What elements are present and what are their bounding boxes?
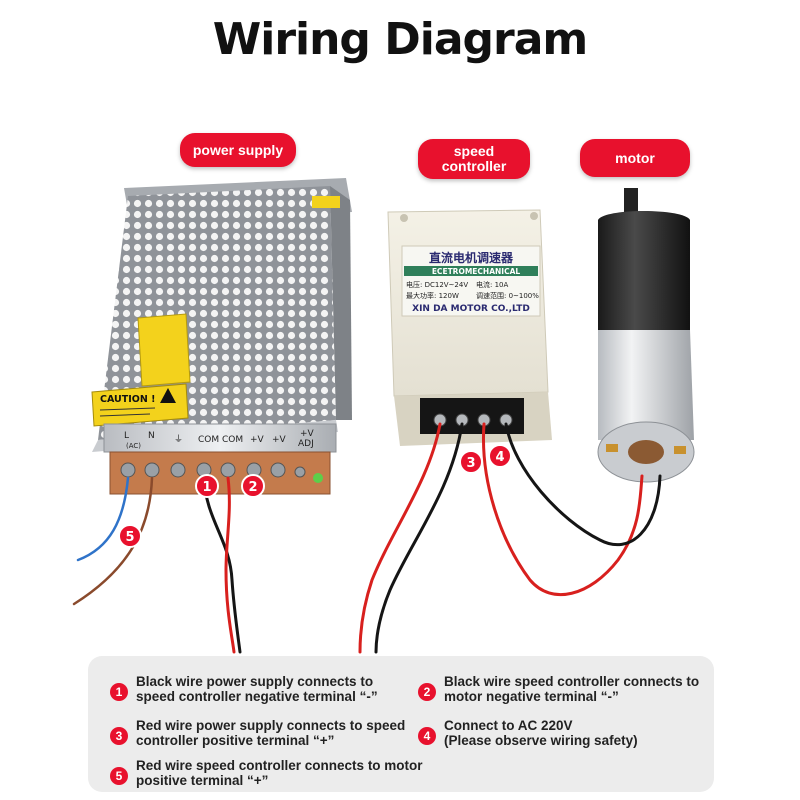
marker-3-text: 3 (466, 456, 475, 471)
wire-black-ps (202, 476, 242, 654)
speed-controller-unit: 直流电机调速器 ECETROMECHANICAL 电压: DC12V~24V 电… (387, 209, 552, 446)
motor-unit (597, 188, 695, 483)
warning-sticker (137, 313, 191, 387)
speed-controller-tag-line1: speed (453, 143, 495, 159)
legend-panel: 1 Black wire power supply connects to sp… (88, 656, 714, 792)
controller-spec-voltage: 电压: DC12V~24V (406, 280, 468, 289)
controller-maker-text: XIN DA MOTOR CO.,LTD (412, 304, 530, 314)
wire-red-motor (482, 422, 644, 597)
controller-label (401, 245, 541, 317)
legend-text-1: Black wire power supply connects to spee… (136, 674, 378, 704)
page-title: Wiring Diagram (212, 14, 589, 65)
controller-brand-band (404, 266, 538, 276)
marker-5: 5 (118, 524, 142, 548)
caution-sticker: CAUTION ! (91, 383, 189, 427)
marker-5-text: 5 (125, 530, 134, 545)
legend-text-5: Red wire speed controller connects to mo… (136, 758, 423, 788)
terminal-screws (120, 462, 306, 478)
terminal-label-com1: COM (198, 435, 219, 445)
legend-text-4-line2: (Please observe wiring safety) (444, 733, 638, 748)
motor-tag-label: motor (615, 149, 655, 166)
wire-red-controller-in (358, 422, 442, 654)
caution-text: CAUTION ! (100, 394, 155, 405)
power-supply-side (330, 186, 352, 420)
legend-text-5-line1: Red wire speed controller connects to mo… (136, 758, 423, 773)
marker-2: 2 (241, 474, 265, 498)
terminal-label-plate (103, 423, 337, 453)
legend-text-5-line2: positive terminal “+” (136, 773, 269, 788)
power-supply-tag-label: power supply (192, 141, 284, 158)
power-led (313, 473, 323, 483)
terminal-label-n: N (148, 431, 155, 441)
speed-controller-tag-line2: controller (441, 158, 507, 174)
wire-blue-ac (76, 476, 130, 562)
controller-spec-current: 电流: 10A (476, 280, 508, 289)
speed-controller-tag: speed controller (418, 139, 530, 179)
legend-number-5: 5 (110, 767, 128, 785)
legend-number-1: 1 (110, 683, 128, 701)
terminal-label-v1: +V (250, 435, 265, 445)
legend-text-1-line2: speed controller negative terminal “-” (136, 689, 378, 704)
wire-black-controller-in (374, 422, 464, 654)
corner-sticker (312, 196, 340, 208)
marker-1-text: 1 (202, 480, 211, 495)
motor-can (598, 330, 694, 440)
legend-number-4: 4 (418, 727, 436, 745)
power-supply-tag: power supply (180, 133, 296, 167)
speed-controller-tag-label: speed controller (442, 144, 507, 174)
legend-item-2: 2 Black wire speed controller connects t… (418, 674, 699, 704)
terminal-label-ground: ⏚ (174, 434, 183, 445)
wire-black-motor (504, 422, 662, 547)
marker-4: 4 (488, 444, 512, 468)
legend-text-3-line1: Red wire power supply connects to speed (136, 718, 406, 733)
marker-1: 1 (195, 474, 219, 498)
legend-number-2: 2 (418, 683, 436, 701)
legend-text-3-line2: controller positive terminal “+” (136, 733, 335, 748)
terminal-label-ac: (AC) (126, 442, 141, 450)
wires (72, 422, 662, 654)
legend-text-2-line2: motor negative terminal “-” (444, 689, 619, 704)
legend-text-2: Black wire speed controller connects to … (444, 674, 699, 704)
legend-item-3: 3 Red wire power supply connects to spee… (110, 718, 405, 748)
terminal-label-l: L (124, 431, 129, 441)
motor-gearbox (598, 211, 690, 330)
legend-text-4-line1: Connect to AC 220V (444, 718, 573, 733)
terminal-label-v2: +V (272, 435, 287, 445)
marker-2-text: 2 (248, 480, 257, 495)
legend-item-5: 5 Red wire speed controller connects to … (110, 758, 423, 788)
wire-red-ps (224, 476, 236, 654)
controller-title-text: 直流电机调速器 (429, 250, 514, 265)
controller-spec-power: 最大功率: 120W (406, 291, 459, 300)
motor-brush-holder (628, 440, 664, 464)
marker-3: 3 (459, 450, 483, 474)
controller-spec-range: 调速范围: 0~100% (476, 291, 539, 300)
legend-text-4: Connect to AC 220V (Please observe wirin… (444, 718, 638, 748)
legend-item-4: 4 Connect to AC 220V (Please observe wir… (418, 718, 638, 748)
terminal-label-com2: COM (222, 435, 243, 445)
terminal-label-v3: +V (300, 429, 315, 439)
power-supply-unit: CAUTION ! L N (AC) ⏚ COM COM +V +V +V AD… (91, 178, 352, 495)
legend-text-1-line1: Black wire power supply connects to (136, 674, 374, 689)
terminal-label-adj: ADJ (298, 439, 314, 449)
motor-tag: motor (580, 139, 690, 177)
legend-number-3: 3 (110, 727, 128, 745)
legend-text-3: Red wire power supply connects to speed … (136, 718, 405, 748)
legend-item-1: 1 Black wire power supply connects to sp… (110, 674, 378, 704)
controller-brand-text: ECETROMECHANICAL (432, 267, 521, 276)
legend-text-2-line1: Black wire speed controller connects to (444, 674, 700, 689)
marker-4-text: 4 (495, 450, 504, 465)
motor-shaft (624, 188, 638, 218)
controller-terminal-screws (433, 413, 513, 427)
